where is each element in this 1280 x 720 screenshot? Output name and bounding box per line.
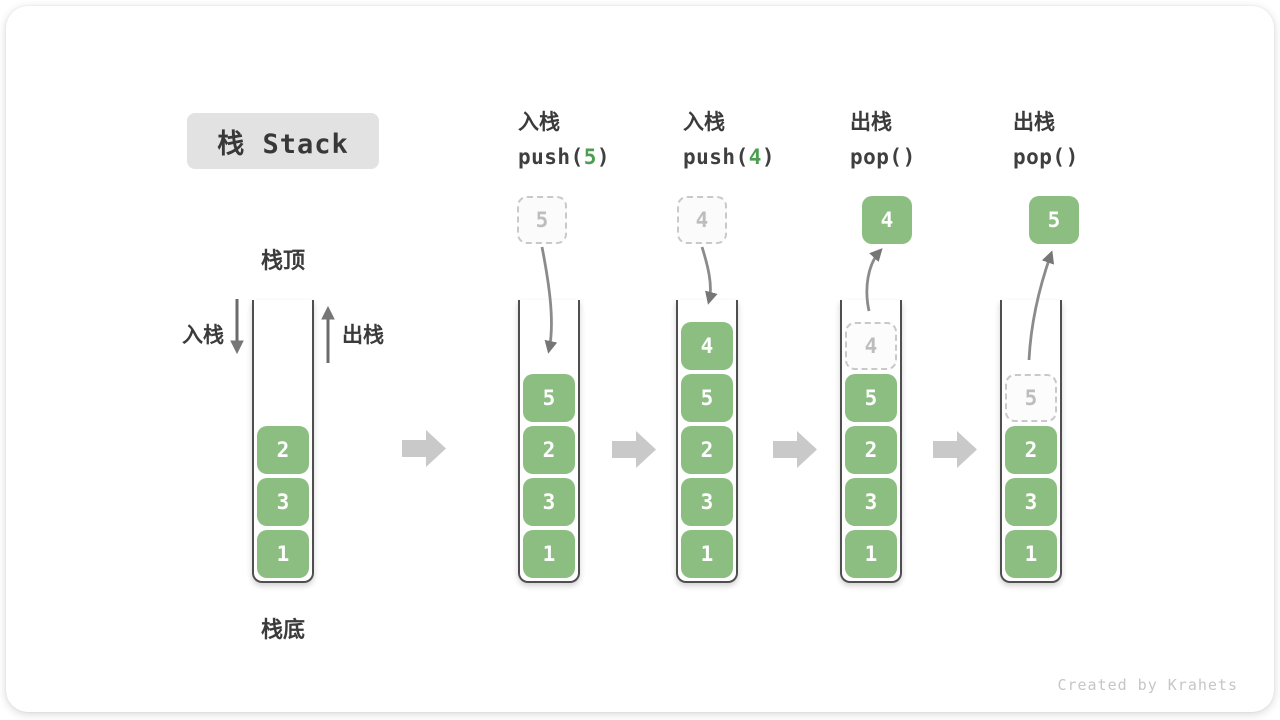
stack-element: 1 xyxy=(1005,530,1057,578)
operation-label: 入栈 push(5) xyxy=(518,106,610,169)
stack-element: 1 xyxy=(257,530,309,578)
push-direction-label: 入栈 xyxy=(182,323,224,347)
stack-element: 1 xyxy=(845,530,897,578)
stack-element-ghost: 5 xyxy=(1005,374,1057,422)
stack-element: 5 xyxy=(681,374,733,422)
operation-name-label: 出栈 xyxy=(850,110,892,134)
operation-name-label: 入栈 xyxy=(683,110,725,134)
popped-element-box: 4 xyxy=(862,196,912,244)
code-text: push( xyxy=(683,145,749,169)
operation-code-label: push(4) xyxy=(683,145,775,169)
stack-element: 3 xyxy=(257,478,309,526)
stack-element-ghost: 4 xyxy=(845,322,897,370)
stack-top-label: 栈顶 xyxy=(260,249,305,274)
operation-code-label: pop() xyxy=(850,145,916,169)
stack-element: 1 xyxy=(523,530,575,578)
code-text: pop() xyxy=(850,145,916,169)
operation-code-label: push(5) xyxy=(518,145,610,169)
stack-element: 3 xyxy=(681,478,733,526)
stack-element: 3 xyxy=(523,478,575,526)
popped-element-box: 5 xyxy=(1029,196,1079,244)
stack-bottom-label: 栈底 xyxy=(260,618,305,643)
stack-element: 2 xyxy=(845,426,897,474)
operation-code-label: pop() xyxy=(1013,145,1079,169)
pop-direction-label: 出栈 xyxy=(342,323,384,347)
watermark: Created by Krahets xyxy=(1057,676,1238,694)
code-argument: 5 xyxy=(583,145,597,169)
stack-element: 2 xyxy=(681,426,733,474)
code-text: pop() xyxy=(1013,145,1079,169)
title-badge: 栈 Stack xyxy=(187,113,379,169)
stack-element: 1 xyxy=(681,530,733,578)
code-text: push( xyxy=(518,145,584,169)
stack-element: 3 xyxy=(845,478,897,526)
operation-name-label: 出栈 xyxy=(1013,110,1055,134)
stack-element: 2 xyxy=(523,426,575,474)
stack-element: 4 xyxy=(681,322,733,370)
stack-element: 3 xyxy=(1005,478,1057,526)
operation-label: 出栈 pop() xyxy=(1013,106,1079,169)
stack-element: 2 xyxy=(257,426,309,474)
incoming-element-box: 5 xyxy=(517,196,567,244)
stack-element: 2 xyxy=(1005,426,1057,474)
stack-element: 5 xyxy=(523,374,575,422)
operation-label: 入栈 push(4) xyxy=(683,106,775,169)
code-text: ) xyxy=(761,145,776,169)
incoming-element-box: 4 xyxy=(677,196,727,244)
code-argument: 4 xyxy=(748,145,762,169)
operation-label: 出栈 pop() xyxy=(850,106,916,169)
code-text: ) xyxy=(596,145,611,169)
stack-element: 5 xyxy=(845,374,897,422)
operation-name-label: 入栈 xyxy=(518,110,560,134)
card-background xyxy=(6,6,1274,712)
